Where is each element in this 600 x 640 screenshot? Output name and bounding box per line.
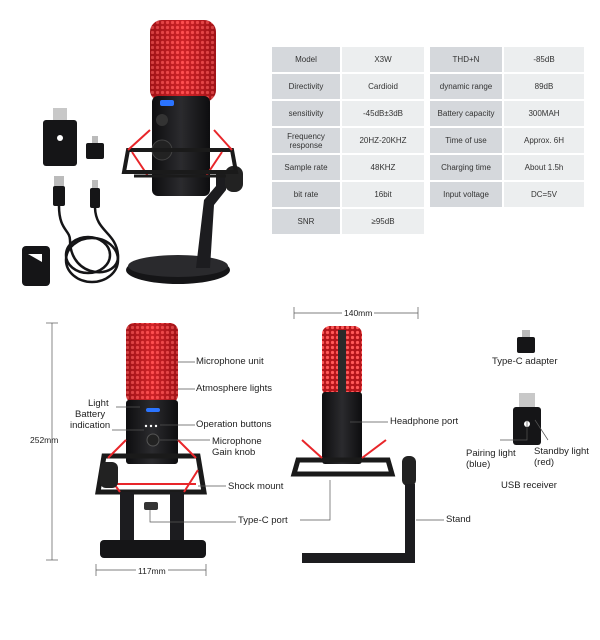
spec-row: Model X3W [272, 47, 424, 72]
cable-clip-image [22, 246, 50, 286]
label-gain-knob: Microphone Gain knob [212, 436, 262, 458]
spec-row: THD+N -85dB [430, 47, 584, 72]
spec-value: 300MAH [504, 101, 584, 126]
spec-row: Frequency response 20HZ-20KHZ [272, 128, 424, 153]
label-microphone-unit: Microphone unit [196, 356, 264, 367]
type-c-adapter-image [517, 330, 535, 353]
spec-value: About 1.5h [504, 155, 584, 180]
label-pairing-light: Pairing light (blue) [466, 448, 516, 470]
spec-key: Input voltage [430, 182, 502, 207]
spec-value: DC=5V [504, 182, 584, 207]
leader-lines [112, 361, 549, 523]
label-operation-buttons: Operation buttons [196, 419, 272, 430]
spec-key: Charging time [430, 155, 502, 180]
spec-row: SNR ≥95dB [272, 209, 424, 234]
mic-side-view [290, 326, 416, 563]
dimension-side-width: 140mm [342, 308, 375, 318]
spec-key: SNR [272, 209, 340, 234]
spec-key: Directivity [272, 74, 340, 99]
spec-row: Time of use Approx. 6H [430, 128, 584, 153]
label-shock-mount: Shock mount [228, 481, 284, 492]
label-type-c-adapter: Type-C adapter [492, 356, 558, 367]
label-atmosphere-lights: Atmosphere lights [196, 383, 273, 394]
spec-key: Frequency response [272, 128, 340, 153]
spec-value: 16bit [342, 182, 424, 207]
spec-row: Battery capacity 300MAH [430, 101, 584, 126]
spec-row: Input voltage DC=5V [430, 182, 584, 207]
spec-key: Sample rate [272, 155, 340, 180]
label-headphone-port: Headphone port [390, 416, 459, 427]
spec-value: Approx. 6H [504, 128, 584, 153]
spec-key: sensitivity [272, 101, 340, 126]
dimension-base-width: 117mm [136, 566, 168, 576]
spec-value: X3W [342, 47, 424, 72]
label-usb-receiver: USB receiver [501, 480, 557, 491]
spec-key: Model [272, 47, 340, 72]
type-c-adapter-image-top [86, 136, 104, 159]
spec-value: Cardioid [342, 74, 424, 99]
spec-row: Sample rate 48KHZ [272, 155, 424, 180]
spec-key: Time of use [430, 128, 502, 153]
label-type-c-port: Type-C port [238, 515, 288, 526]
spec-key: Battery capacity [430, 101, 502, 126]
label-stand: Stand [446, 514, 471, 525]
mic-front-view [95, 323, 207, 558]
label-light: Light [88, 398, 109, 409]
spec-row: Charging time About 1.5h [430, 155, 584, 180]
spec-value: 48KHZ [342, 155, 424, 180]
spec-row: sensitivity -45dB±3dB [272, 101, 424, 126]
spec-value: -85dB [504, 47, 584, 72]
usb-receiver-image-top [43, 108, 77, 166]
spec-value: ≥95dB [342, 209, 424, 234]
spec-row: Directivity Cardioid [272, 74, 424, 99]
label-standby-light: Standby light (red) [534, 446, 589, 468]
spec-key: bit rate [272, 182, 340, 207]
mic-hero-image [121, 20, 243, 284]
spec-value: 89dB [504, 74, 584, 99]
spec-key: dynamic range [430, 74, 502, 99]
label-battery-indication: Battery indication [70, 409, 111, 431]
spec-key: THD+N [430, 47, 502, 72]
spec-value: 20HZ-20KHZ [342, 128, 424, 153]
spec-row: bit rate 16bit [272, 182, 424, 207]
spec-row: dynamic range 89dB [430, 74, 584, 99]
spec-value: -45dB±3dB [342, 101, 424, 126]
dimension-height: 252mm [30, 435, 59, 445]
usb-cable-image [53, 176, 120, 284]
